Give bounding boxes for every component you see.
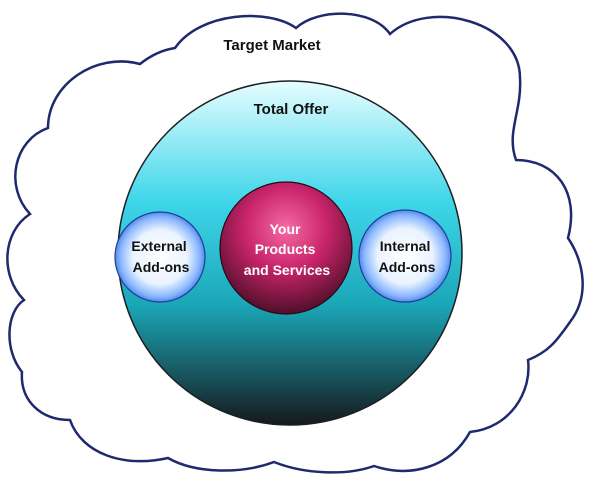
your-products-bubble xyxy=(219,181,353,315)
total-offer-label: Total Offer xyxy=(254,101,329,118)
target-market-label: Target Market xyxy=(223,37,320,54)
internal-addons-bubble xyxy=(358,209,452,303)
external-addons-label: External Add-ons xyxy=(131,238,190,275)
your-products-label: Your Products and Services xyxy=(244,221,331,278)
internal-addons-label: Internal Add-ons xyxy=(379,238,436,275)
external-addons-bubble xyxy=(114,211,206,303)
